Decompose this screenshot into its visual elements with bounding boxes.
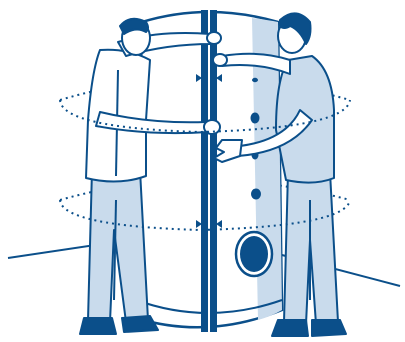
tank-porthole: [236, 232, 272, 276]
